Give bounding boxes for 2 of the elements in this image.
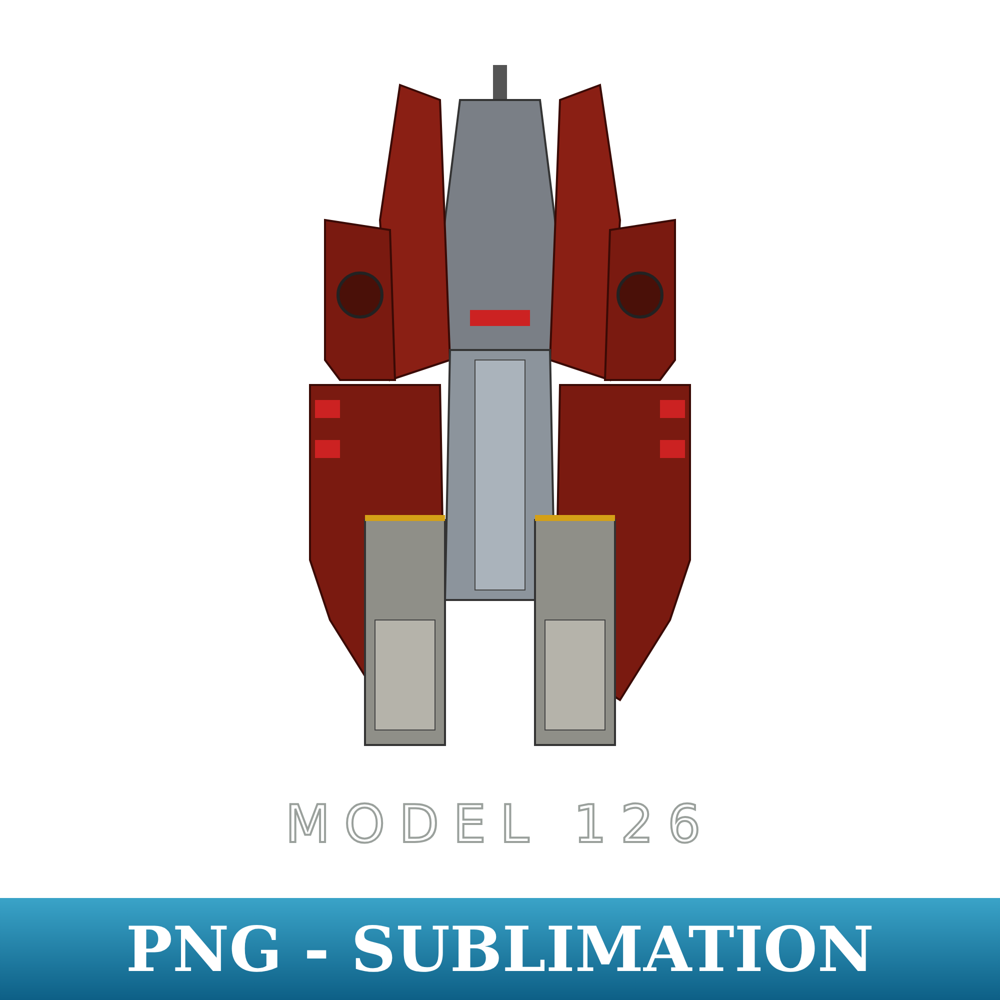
banner-text: PNG - SUBLIMATION [126, 912, 874, 986]
model-title: MODEL 126 [285, 795, 715, 855]
